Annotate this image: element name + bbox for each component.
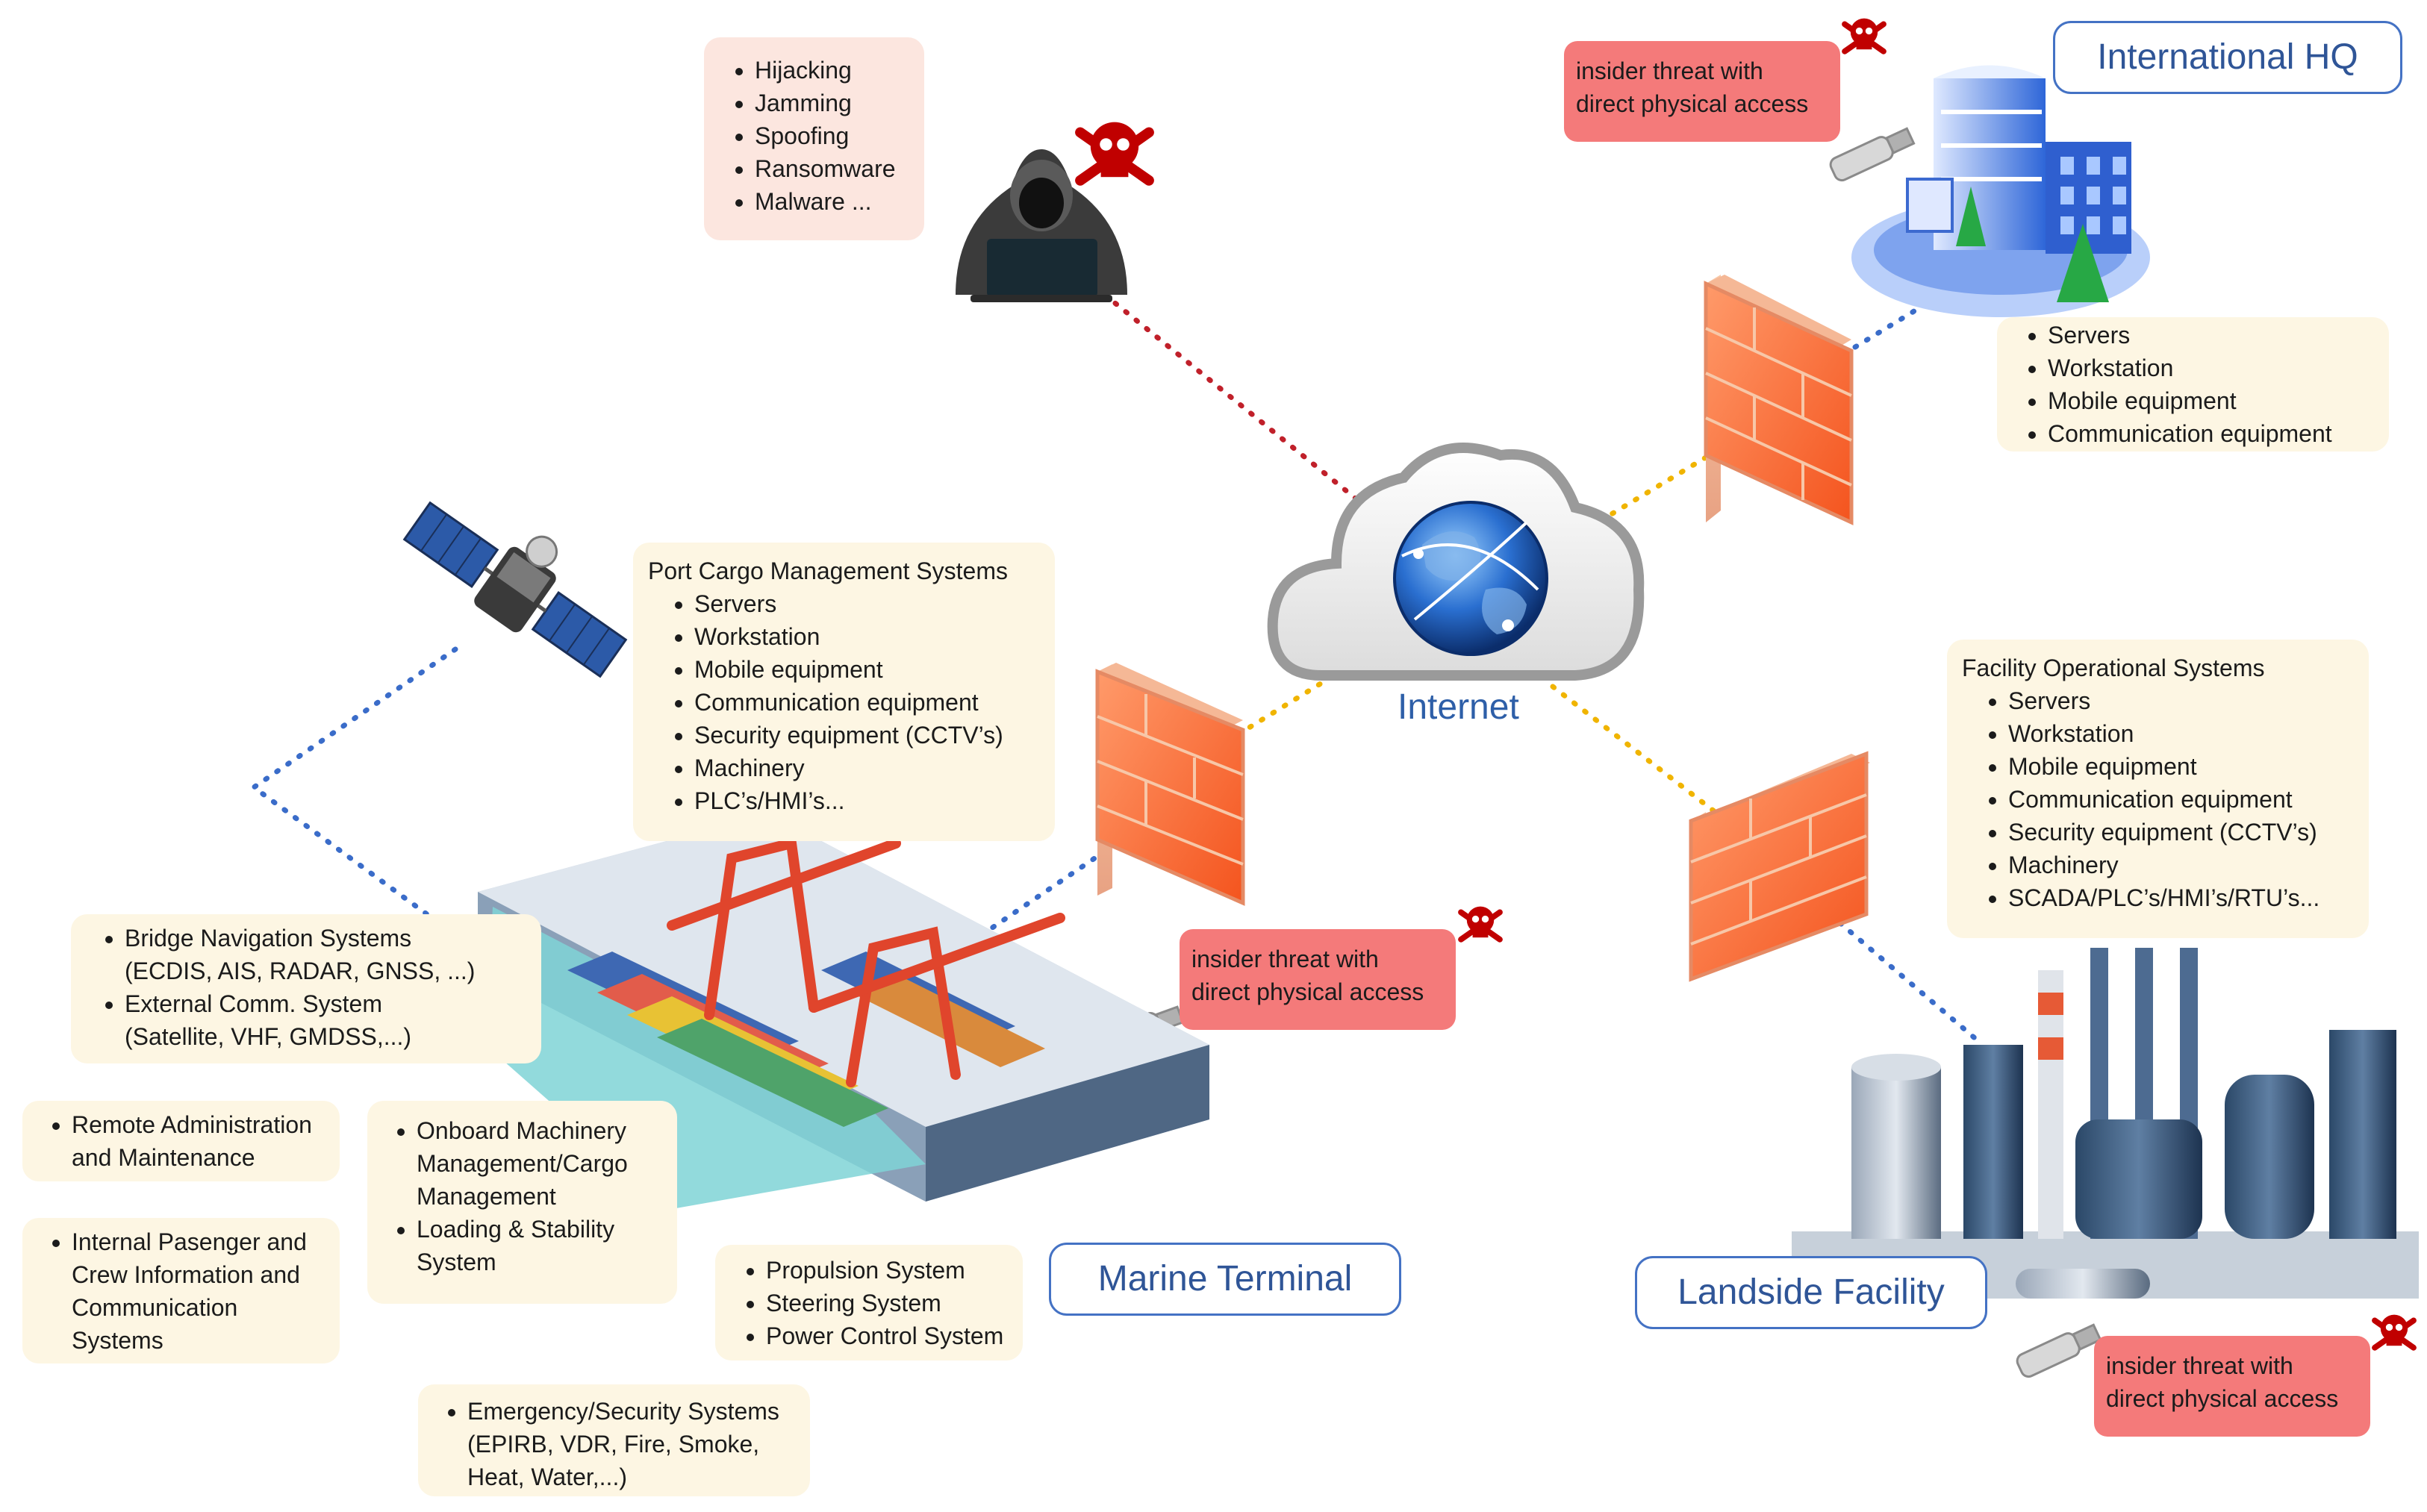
propulsion-box: Propulsion System Steering System Power … bbox=[715, 1245, 1023, 1361]
crane-icon bbox=[667, 837, 1065, 1087]
marine-insider-threat: insider threat with direct physical acce… bbox=[1180, 929, 1456, 1030]
skull-crossbones-icon bbox=[1458, 906, 1503, 943]
firewall-marine-icon bbox=[1095, 663, 1245, 906]
satellite-icon bbox=[402, 501, 628, 678]
skull-crossbones-icon bbox=[1075, 122, 1154, 186]
landside-insider-threat: insider threat with direct physical acce… bbox=[2094, 1336, 2370, 1437]
facility-ops-item: Communication equipment bbox=[2008, 783, 2369, 816]
port-cargo-item: Servers bbox=[694, 587, 1055, 620]
facility-ops-item: Machinery bbox=[2008, 849, 2369, 881]
facility-ops-item: SCADA/PLC’s/HMI’s/RTU’s... bbox=[2008, 881, 2369, 914]
insider-threat-line: insider threat with bbox=[2106, 1352, 2293, 1379]
attack-type: Jamming bbox=[755, 87, 924, 119]
attack-type: Spoofing bbox=[755, 119, 924, 152]
hacker-icon bbox=[956, 149, 1127, 302]
facility-ops-item: Servers bbox=[2008, 684, 2369, 717]
attack-type: Malware ... bbox=[755, 185, 924, 218]
propulsion-item: Power Control System bbox=[766, 1319, 1023, 1352]
bridge-system-item: Bridge Navigation Systems(ECDIS, AIS, RA… bbox=[125, 922, 541, 987]
port-cargo-item: PLC’s/HMI’s... bbox=[694, 784, 1055, 817]
asset-item: Communication equipment bbox=[2048, 417, 2389, 450]
marine-terminal-label: Marine Terminal bbox=[1049, 1243, 1401, 1316]
emergency-system-item: Emergency/Security Systems(EPIRB, VDR, F… bbox=[467, 1395, 810, 1493]
bridge-systems-box: Bridge Navigation Systems(ECDIS, AIS, RA… bbox=[71, 914, 541, 1063]
facility-ops-box: Facility Operational Systems Servers Wor… bbox=[1947, 640, 2369, 938]
asset-item: Servers bbox=[2048, 319, 2389, 352]
hq-building-icon bbox=[1851, 65, 2150, 317]
insider-threat-line: insider threat with bbox=[1191, 946, 1379, 972]
hq-insider-threat: insider threat with direct physical acce… bbox=[1564, 41, 1840, 142]
attack-types-box: Hijacking Jamming Spoofing Ransomware Ma… bbox=[704, 37, 924, 240]
port-cargo-title: Port Cargo Management Systems bbox=[648, 557, 1008, 584]
port-cargo-item: Communication equipment bbox=[694, 686, 1055, 719]
port-cargo-item: Workstation bbox=[694, 620, 1055, 653]
attack-type: Ransomware bbox=[755, 152, 924, 185]
internet-label: Internet bbox=[1398, 687, 1519, 727]
port-cargo-item: Mobile equipment bbox=[694, 653, 1055, 686]
port-cargo-box: Port Cargo Management Systems Servers Wo… bbox=[633, 543, 1055, 841]
facility-ops-item: Security equipment (CCTV’s) bbox=[2008, 816, 2369, 849]
bridge-system-item: External Comm. System(Satellite, VHF, GM… bbox=[125, 987, 541, 1053]
emergency-systems-box: Emergency/Security Systems(EPIRB, VDR, F… bbox=[418, 1384, 810, 1496]
skull-crossbones-icon bbox=[2372, 1314, 2417, 1351]
propulsion-item: Propulsion System bbox=[766, 1254, 1023, 1287]
insider-threat-line: insider threat with bbox=[1576, 57, 1763, 84]
propulsion-item: Steering System bbox=[766, 1287, 1023, 1319]
onboard-system-item: Onboard MachineryManagement/CargoManagem… bbox=[417, 1114, 677, 1213]
firewall-landside-icon bbox=[1689, 751, 1870, 982]
onboard-systems-box: Onboard MachineryManagement/CargoManagem… bbox=[367, 1101, 677, 1304]
landside-facility-label: Landside Facility bbox=[1635, 1256, 1987, 1329]
port-cargo-item: Machinery bbox=[694, 752, 1055, 784]
usb-stick-icon bbox=[2016, 1323, 2102, 1378]
marine-terminal-illustration bbox=[478, 813, 1209, 1209]
asset-item: Mobile equipment bbox=[2048, 384, 2389, 417]
skull-crossbones-icon bbox=[1842, 18, 1887, 54]
facility-ops-title: Facility Operational Systems bbox=[1962, 655, 2265, 681]
facility-ops-item: Workstation bbox=[2008, 717, 2369, 750]
international-hq-label: International HQ bbox=[2053, 21, 2402, 94]
facility-ops-item: Mobile equipment bbox=[2008, 750, 2369, 783]
firewall-hq-icon bbox=[1704, 275, 1854, 525]
insider-threat-line: direct physical access bbox=[2106, 1385, 2339, 1412]
port-cargo-item: Security equipment (CCTV’s) bbox=[694, 719, 1055, 752]
insider-threat-line: direct physical access bbox=[1191, 978, 1424, 1005]
attack-type: Hijacking bbox=[755, 54, 924, 87]
landside-facility-illustration bbox=[1792, 948, 2419, 1299]
insider-threat-line: direct physical access bbox=[1576, 90, 1809, 117]
attacker-link bbox=[1102, 292, 1406, 540]
hq-assets-box: Servers Workstation Mobile equipment Com… bbox=[1997, 317, 2389, 452]
asset-item: Workstation bbox=[2048, 352, 2389, 384]
usb-stick-icon bbox=[1829, 127, 1916, 182]
globe-icon bbox=[1393, 501, 1548, 656]
